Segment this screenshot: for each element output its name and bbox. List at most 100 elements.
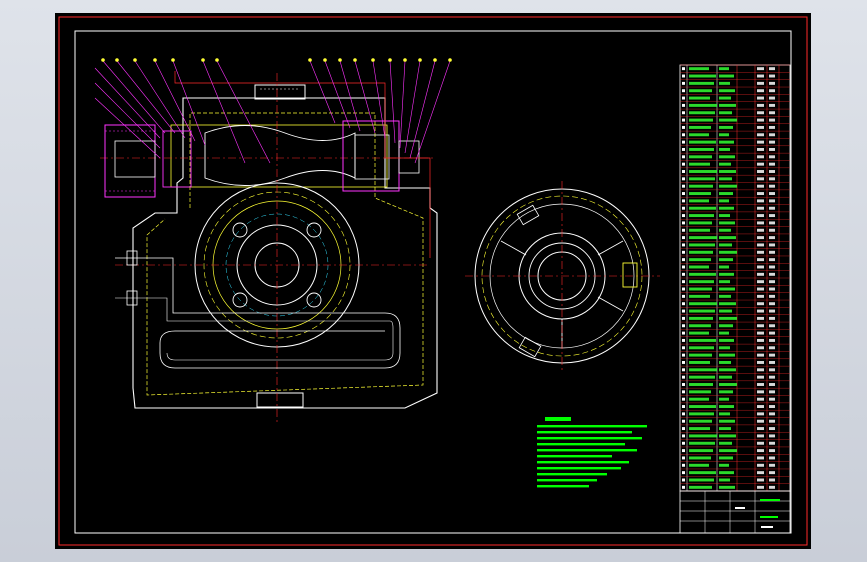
parts-list[interactable] [679, 64, 791, 492]
parts-row-text [719, 434, 736, 438]
parts-row-number [682, 118, 685, 122]
parts-row-text [757, 250, 764, 254]
cooling-coil-inner [115, 297, 394, 361]
parts-row-number [682, 111, 685, 115]
parts-row-number [682, 89, 685, 93]
parts-row-text [757, 427, 764, 431]
parts-row-text [757, 118, 764, 122]
parts-row-text [719, 287, 735, 291]
parts-row-number [682, 485, 685, 489]
parts-row-text [719, 140, 734, 144]
parts-row-text [719, 463, 729, 467]
parts-row-text [757, 360, 764, 364]
parts-row-text [719, 243, 732, 247]
parts-row-text [719, 199, 729, 203]
parts-row-text [769, 441, 775, 445]
parts-row-number [682, 419, 685, 423]
parts-row-text [757, 89, 764, 93]
parts-row-text [719, 272, 734, 276]
parts-row-number [682, 103, 685, 107]
parts-row-text [689, 74, 716, 78]
parts-row-text [719, 441, 732, 445]
parts-row-text [689, 338, 716, 342]
parts-row-text [719, 228, 731, 232]
parts-row-text [769, 419, 775, 423]
parts-row-text [719, 96, 731, 100]
parts-row-text [689, 162, 710, 166]
parts-row-text [757, 280, 764, 284]
parts-row-text [769, 449, 775, 453]
parts-row-text [769, 206, 775, 210]
parts-row-text [769, 199, 775, 203]
parts-row-text [689, 360, 710, 364]
parts-row-text [757, 441, 764, 445]
parts-row-text [719, 294, 731, 298]
parts-row-text [689, 375, 715, 379]
parts-row-text [689, 258, 711, 262]
notes-lines [537, 425, 647, 488]
parts-row-text [719, 111, 732, 115]
parts-row-text [757, 81, 764, 85]
parts-row-text [719, 170, 736, 173]
parts-row-text [769, 434, 775, 438]
parts-row-number [682, 434, 685, 438]
parts-row-text [757, 272, 764, 276]
parts-row-number [682, 427, 685, 431]
parts-row-text [757, 133, 764, 137]
parts-row-text [757, 221, 764, 225]
parts-row-text [719, 485, 735, 489]
parts-row-text [769, 405, 775, 409]
housing-outline [132, 97, 438, 409]
parts-row-text [757, 287, 764, 291]
parts-row-text [689, 419, 712, 423]
parts-row-text [769, 412, 775, 416]
parts-row-text [757, 96, 764, 100]
parts-row-number [682, 441, 685, 445]
parts-row-number [682, 346, 685, 350]
front-section-view[interactable] [94, 58, 452, 423]
parts-row-text [719, 67, 729, 71]
parts-row-text [757, 353, 764, 357]
parts-row-number [682, 125, 685, 129]
parts-row-text [719, 177, 732, 181]
parts-row-text [719, 360, 731, 364]
parts-row-text [769, 302, 775, 306]
parts-row-text [757, 162, 764, 166]
parts-row-text [719, 250, 737, 254]
technical-notes[interactable] [537, 417, 647, 488]
parts-row-text [689, 441, 715, 445]
pipe-fitting-top [126, 250, 138, 266]
parts-row-number [682, 324, 685, 328]
parts-row-text [757, 243, 764, 247]
parts-row-text [689, 184, 713, 188]
drawing-canvas[interactable] [55, 13, 811, 549]
parts-row-text [719, 125, 733, 129]
parts-row-text [719, 155, 735, 159]
parts-row-text [757, 177, 764, 181]
parts-row-number [682, 221, 685, 225]
parts-row-text [689, 294, 710, 298]
right-bearing [342, 120, 400, 192]
parts-row-number [682, 250, 685, 254]
parts-row-number [682, 331, 685, 335]
parts-row-text [689, 368, 717, 372]
parts-row-text [757, 125, 764, 129]
parts-row-text [689, 434, 717, 438]
parts-row-text [757, 346, 764, 350]
parts-row-text [689, 346, 714, 350]
parts-list-grid [680, 64, 790, 492]
side-view[interactable] [465, 181, 660, 373]
parts-row-text [689, 140, 716, 144]
parts-row-text [757, 103, 764, 107]
parts-row-number [682, 265, 685, 269]
parts-row-number [682, 96, 685, 100]
parts-row-text [757, 228, 764, 232]
parts-row-text [757, 309, 764, 313]
parts-row-text [769, 309, 775, 313]
parts-row-number [682, 74, 685, 78]
parts-row-text [719, 133, 729, 137]
parts-row-text [689, 449, 713, 453]
parts-row-text [689, 118, 713, 122]
parts-row-text [689, 206, 716, 210]
title-block[interactable] [679, 490, 791, 534]
